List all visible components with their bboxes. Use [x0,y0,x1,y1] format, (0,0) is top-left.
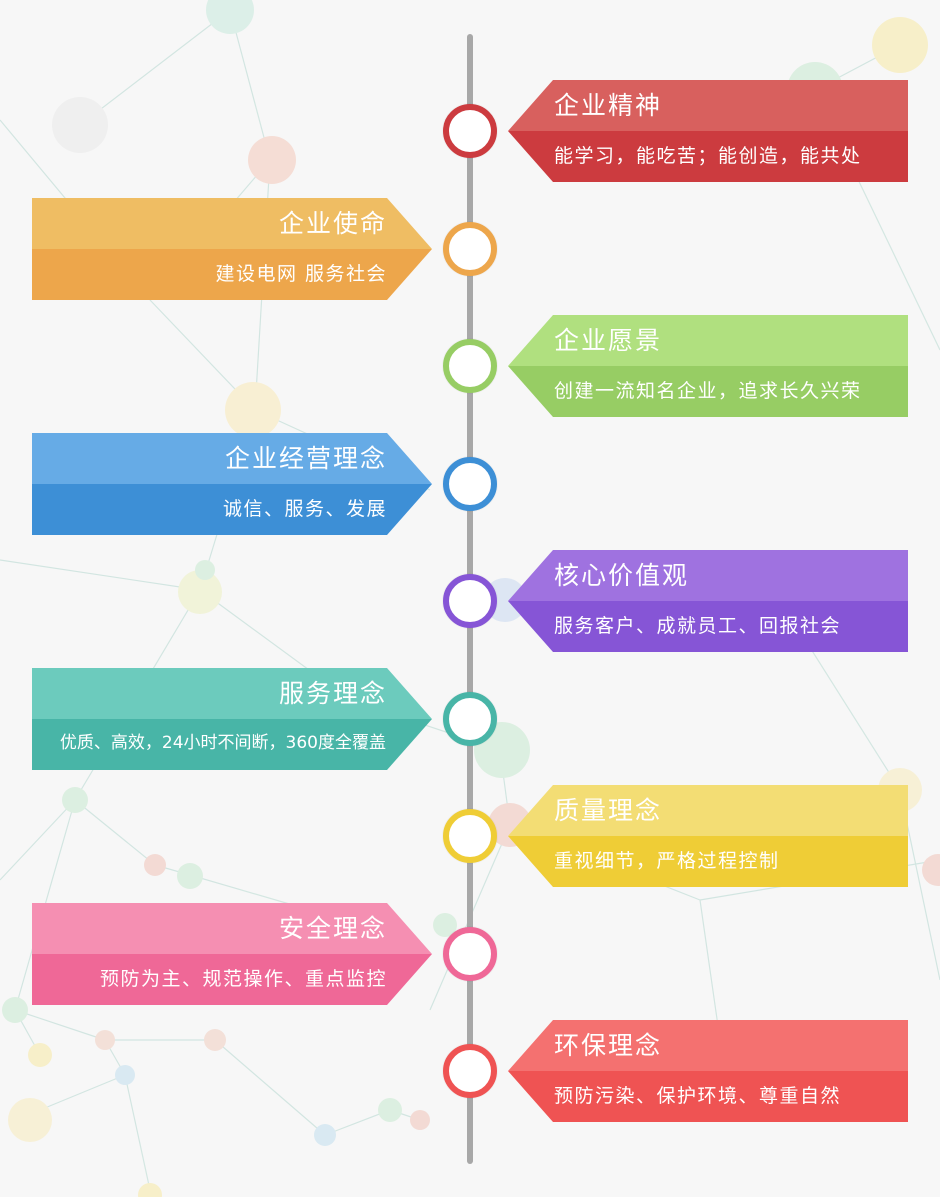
timeline-card: 企业使命建设电网 服务社会 [32,198,432,300]
card-desc-band [508,366,908,417]
timeline-node [443,809,497,863]
card-desc-band [32,719,432,770]
timeline-card: 企业愿景创建一流知名企业，追求长久兴荣 [508,315,908,417]
card-description: 重视细节，严格过程控制 [554,850,780,872]
timeline-node [443,927,497,981]
timeline-card: 核心价值观服务客户、成就员工、回报社会 [508,550,908,652]
card-description: 预防污染、保护环境、尊重自然 [554,1085,842,1107]
card-title-band [508,785,908,836]
card-title: 企业精神 [554,91,663,120]
card-desc-band [32,249,432,300]
card-title: 核心价值观 [554,561,690,590]
timeline-node [443,104,497,158]
timeline-node [443,574,497,628]
card-desc-band [32,954,432,1005]
card-desc-band [508,601,908,652]
card-title: 环保理念 [554,1031,663,1060]
card-description: 创建一流知名企业，追求长久兴荣 [554,380,862,402]
timeline-card: 企业精神能学习，能吃苦；能创造，能共处 [508,80,908,182]
card-title: 企业使命 [278,209,387,238]
card-title-band [32,668,432,719]
card-description: 预防为主、规范操作、重点监控 [99,968,387,990]
card-title: 质量理念 [554,796,663,825]
card-title-band [508,1020,908,1071]
card-title-band [508,550,908,601]
card-desc-band [508,131,908,182]
card-description: 能学习，能吃苦；能创造，能共处 [554,145,862,167]
card-description: 诚信、服务、发展 [222,498,387,520]
card-title: 安全理念 [278,914,387,943]
card-desc-band [32,484,432,535]
timeline-node [443,339,497,393]
card-description: 建设电网 服务社会 [215,263,387,285]
card-desc-band [508,836,908,887]
timeline-node [443,457,497,511]
timeline-card: 企业经营理念诚信、服务、发展 [32,433,432,535]
card-title-band [32,903,432,954]
card-title-band [32,198,432,249]
timeline-card: 安全理念预防为主、规范操作、重点监控 [32,903,432,1005]
card-description: 服务客户、成就员工、回报社会 [554,615,842,637]
timeline-node [443,692,497,746]
timeline-card: 环保理念预防污染、保护环境、尊重自然 [508,1020,908,1122]
card-title: 企业愿景 [554,326,663,355]
card-title: 企业经营理念 [224,444,387,473]
timeline-card: 服务理念优质、高效，24小时不间断，360度全覆盖 [32,668,432,770]
timeline-node [443,1044,497,1098]
timeline-node [443,222,497,276]
card-title-band [32,433,432,484]
card-description: 优质、高效，24小时不间断，360度全覆盖 [59,733,386,753]
card-title-band [508,80,908,131]
card-title: 服务理念 [278,679,387,708]
card-desc-band [508,1071,908,1122]
card-title-band [508,315,908,366]
timeline-card: 质量理念重视细节，严格过程控制 [508,785,908,887]
